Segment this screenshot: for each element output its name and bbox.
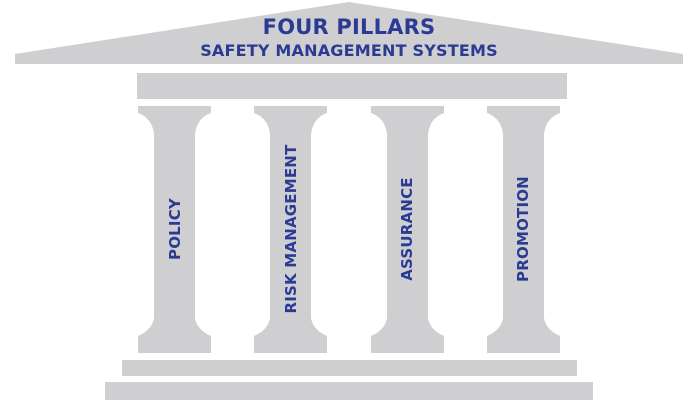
pillar-label-assurance: ASSURANCE <box>398 177 416 281</box>
base-step-top <box>122 360 577 376</box>
pillar-label-policy: POLICY <box>166 198 184 260</box>
pillar-label-promotion: PROMOTION <box>514 176 532 282</box>
roof <box>15 2 683 64</box>
pillar-label-risk-management: RISK MANAGEMENT <box>282 144 300 314</box>
pillar-risk-management <box>254 106 327 353</box>
diagram-title: FOUR PILLARS <box>262 15 436 39</box>
base-step-bottom <box>105 382 593 400</box>
diagram-subtitle: SAFETY MANAGEMENT SYSTEMS <box>200 41 498 60</box>
pillar-assurance <box>371 106 444 353</box>
entablature <box>137 73 567 99</box>
pillar-policy <box>138 106 211 353</box>
pillar-promotion <box>487 106 560 353</box>
